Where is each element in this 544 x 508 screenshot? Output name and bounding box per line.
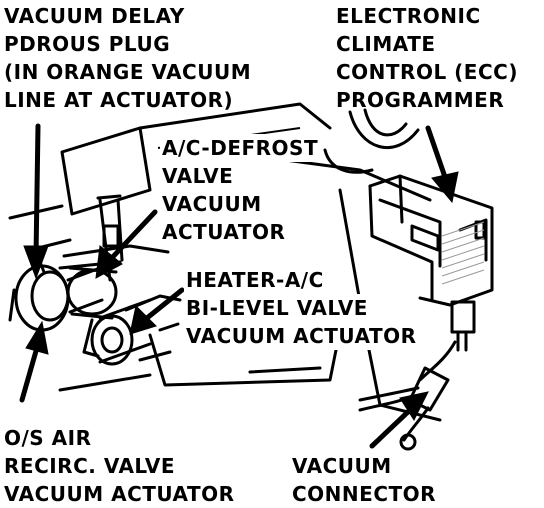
os-air-actuator [8,260,104,332]
label-ecc-programmer: ELECTRONIC CLIMATE CONTROL (ECC) PROGRAM… [336,2,518,114]
label-os-air-line-2: RECIRC. VALVE [4,454,176,478]
left-duct-edge [8,204,72,252]
arrow-ecc [425,125,459,204]
programmer-shading [441,221,485,285]
label-os-air-line-1: O/S AIR [4,426,92,450]
label-defrost-line-2: VALVE [160,162,236,190]
label-heater-bilevel: HEATER-A/C BI-LEVEL VALVE VACUUM ACTUATO… [184,266,419,350]
curved-duct-inner [363,108,408,137]
label-heater-line-1: HEATER-A/C [184,266,326,294]
label-porous-plug-line-4: LINE AT ACTUATOR) [4,88,234,112]
bilevel-actuator [82,294,182,366]
heater-case-body [148,328,342,387]
label-heater-line-3: VACUUM ACTUATOR [184,322,419,350]
arrow-heater [129,287,185,335]
label-defrost-line-3: VACUUM [160,190,264,218]
label-connector-line-2: CONNECTOR [292,482,437,506]
left-duct-panel [60,126,152,216]
label-defrost-line-4: ACTUATOR [160,218,288,246]
label-defrost-actuator: A/C-DEFROST VALVE VACUUM ACTUATOR [160,134,321,246]
label-heater-line-2: BI-LEVEL VALVE [184,294,370,322]
label-porous-plug-line-2: PDROUS PLUG [4,32,171,56]
heater-case-bottom [58,373,152,392]
arrow-os-air [19,320,49,403]
upper-duct-housing [138,102,332,130]
label-porous-plug-line-3: (IN ORANGE VACUUM [4,60,252,84]
label-porous-plug-line-1: VACUUM DELAY [4,4,185,28]
label-connector-line-1: VACUUM [292,454,392,478]
linkage-rod [62,244,170,258]
label-porous-plug: VACUUM DELAY PDROUS PLUG (IN ORANGE VACU… [4,2,251,114]
arrow-defrost [95,209,158,279]
label-ecc-line-1: ELECTRONIC [336,4,481,28]
arrow-connector [369,391,429,449]
label-ecc-line-4: PROGRAMMER [336,88,505,112]
label-ecc-line-2: CLIMATE [336,32,436,56]
label-ecc-line-3: CONTROL (ECC) [336,60,518,84]
vacuum-connector-tubes [358,340,457,451]
arrow-porous-plug [23,123,49,280]
curved-duct-top [348,110,420,149]
label-os-air-recirc: O/S AIR RECIRC. VALVE VACUUM ACTUATOR [4,424,235,508]
label-defrost-line-1: A/C-DEFROST [160,134,321,162]
case-lower-line [248,366,322,374]
label-vacuum-connector: VACUUM CONNECTOR [292,452,436,508]
label-os-air-line-3: VACUUM ACTUATOR [4,482,235,506]
